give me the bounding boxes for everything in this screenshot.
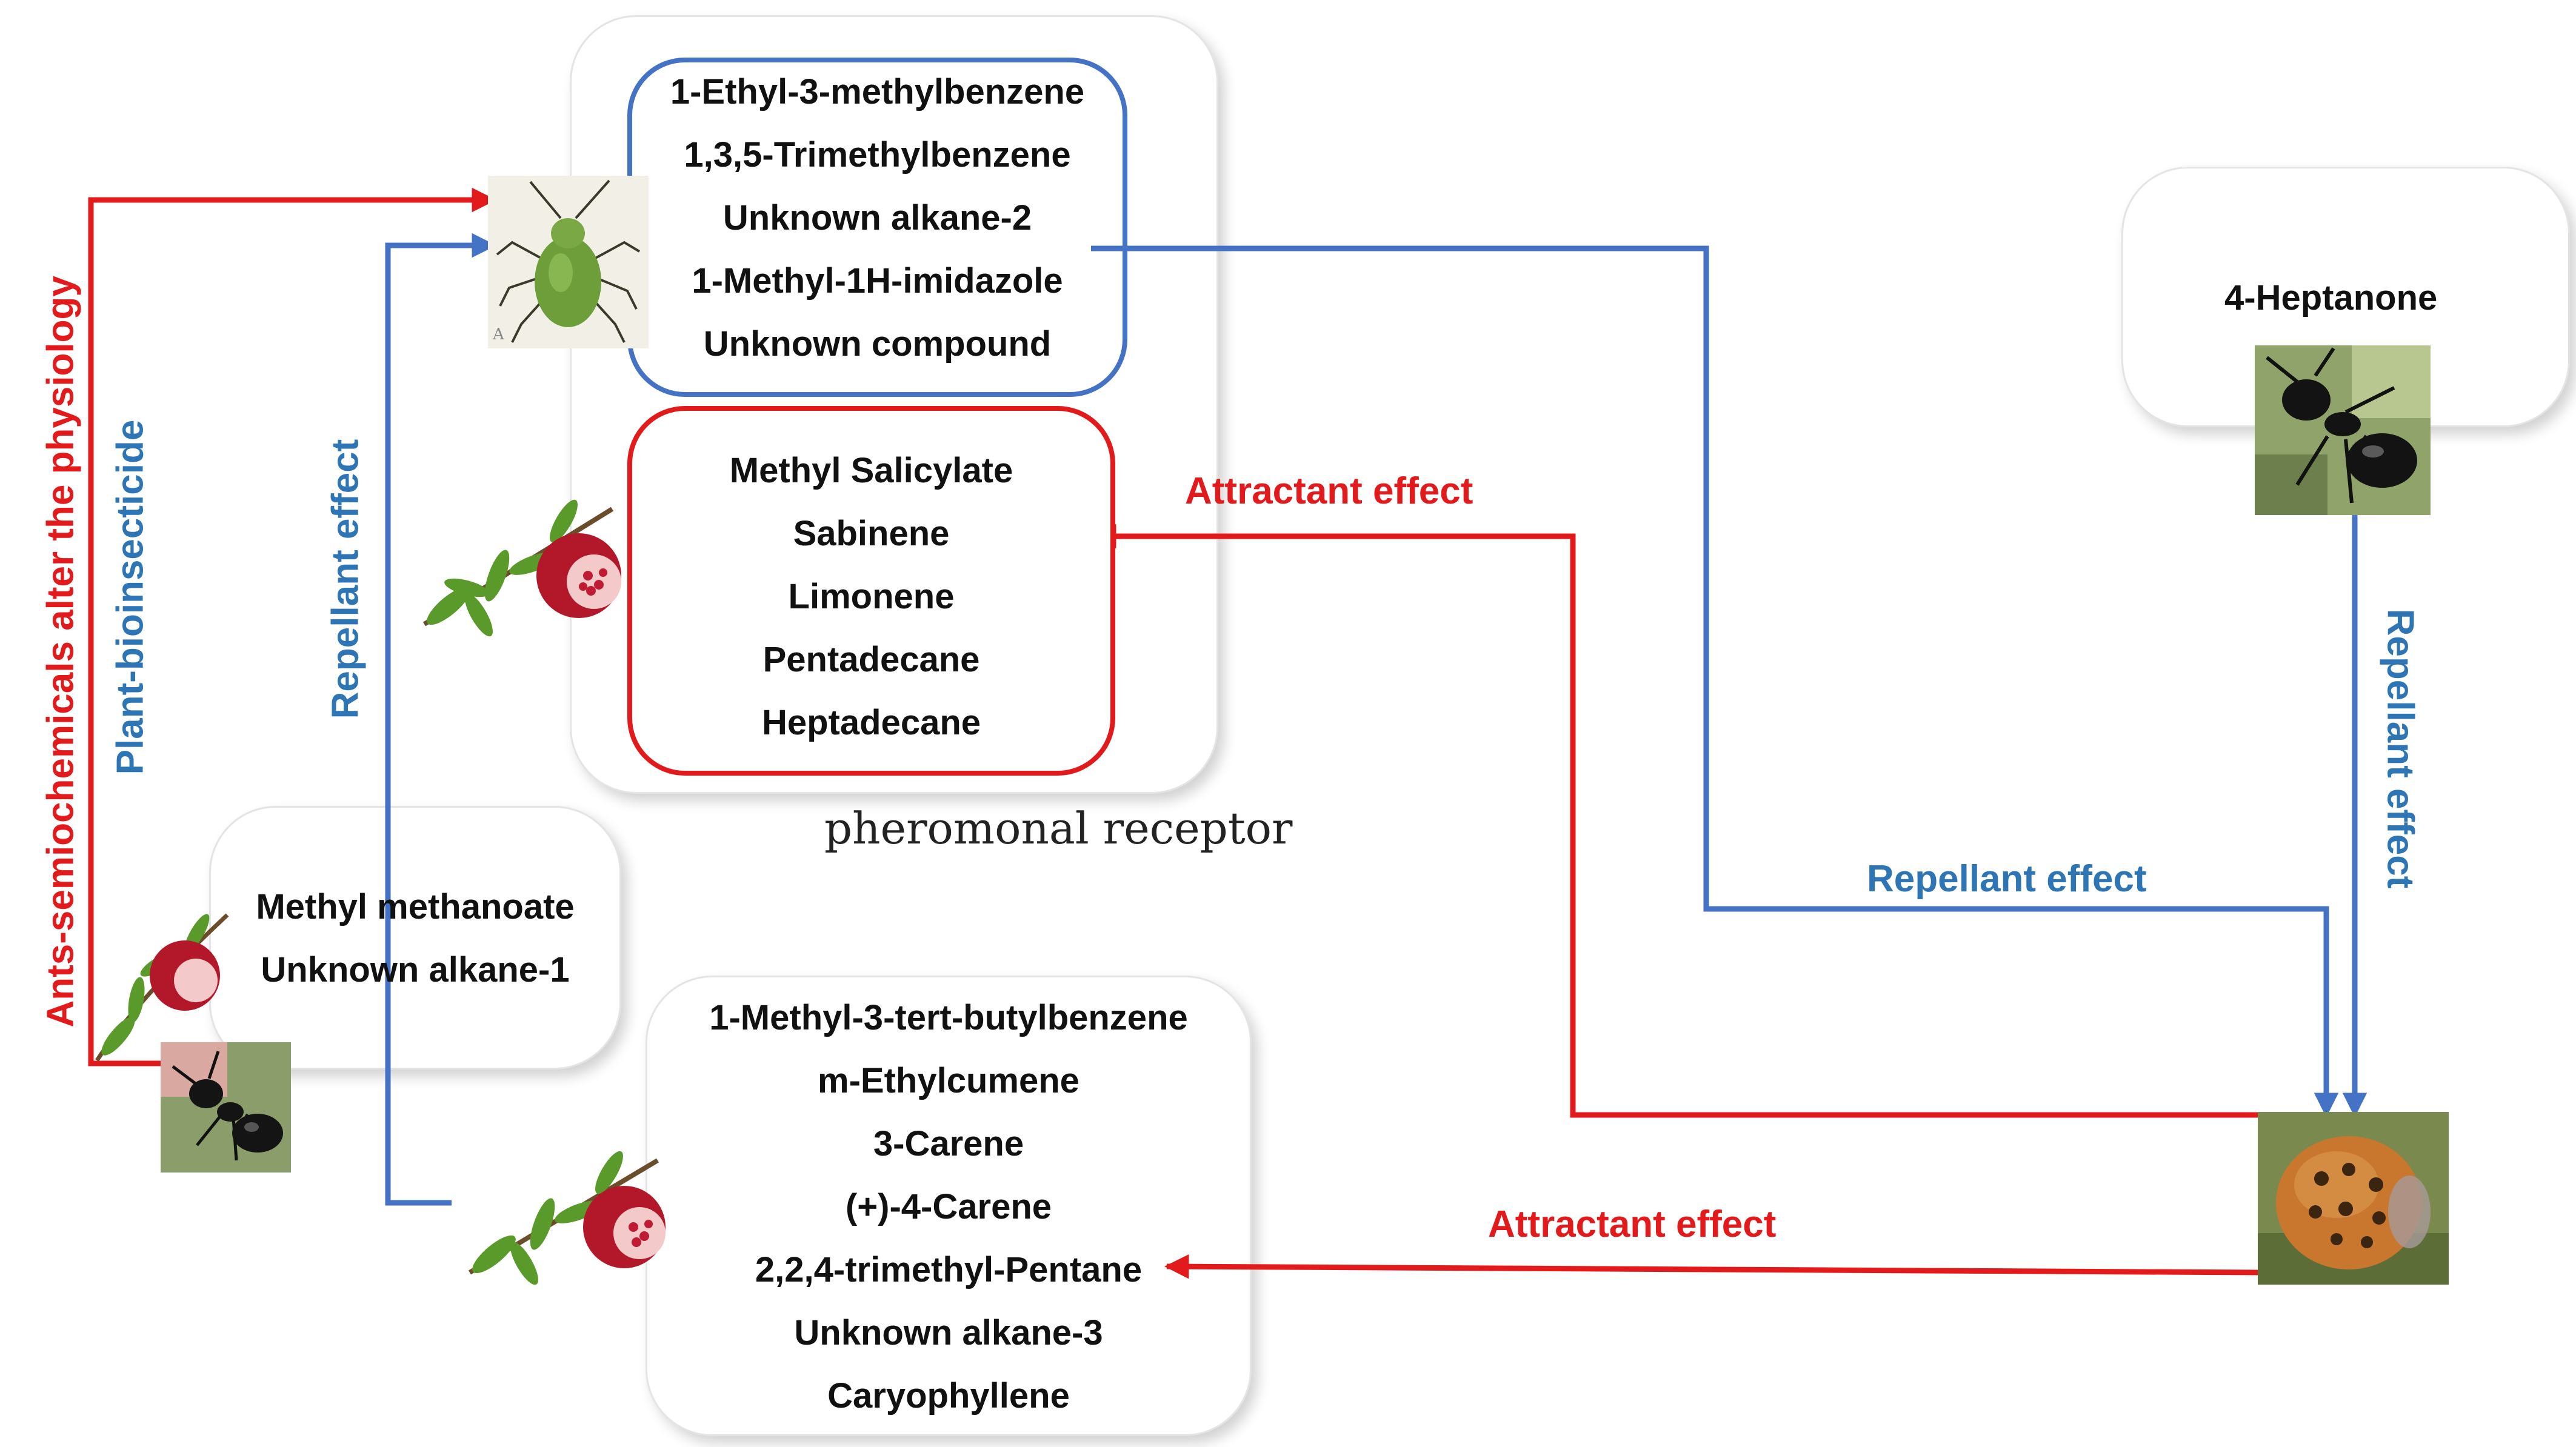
ants-semiochemicals-label: Ants-semiochemicals alter the physiology xyxy=(39,276,82,1028)
attractant-label-upper: Attractant effect xyxy=(1185,470,1473,512)
receptor-caption: pheromonal receptor xyxy=(824,803,1293,854)
aphid-compound-list: 1-Ethyl-3-methylbenzene 1,3,5-Trimethylb… xyxy=(633,61,1121,376)
arrow-ladybird-to-lower xyxy=(1164,1254,2258,1279)
compound-item: Unknown alkane-3 xyxy=(794,1313,1103,1352)
pomegranate-branch-icon xyxy=(468,1151,666,1285)
arrow-ants-to-aphid xyxy=(88,187,497,1066)
compound-item: Unknown alkane-2 xyxy=(722,198,1032,238)
compound-item: Unknown compound xyxy=(703,324,1052,364)
arrow-ladybird-to-attractant xyxy=(1091,524,2258,1118)
arrow-lower-to-aphid xyxy=(385,233,497,1206)
compound-item: Caryophyllene xyxy=(827,1376,1070,1415)
compound-item: m-Ethylcumene xyxy=(818,1061,1079,1100)
ant-compounds-box xyxy=(209,806,621,1069)
pomegranate-branch-icon xyxy=(422,499,621,637)
compound-item: 1-Methyl-1H-imidazole xyxy=(692,261,1063,301)
ladybird-icon xyxy=(2258,1112,2449,1285)
plant-bioinsecticide-label: Plant-bioinsecticide xyxy=(109,419,152,775)
compound-item: Heptadecane xyxy=(761,703,981,742)
repellant-label-mid: Repellant effect xyxy=(1867,858,2147,900)
compound-item: Pentadecane xyxy=(762,640,980,679)
pomegranate-branch-icon xyxy=(95,913,229,1062)
attractant-compounds-box xyxy=(627,406,1115,776)
arrow-aphid-to-ladybird xyxy=(1091,245,2339,1118)
compound-item: Sabinene xyxy=(793,514,950,553)
repellant-label-left: Repellant effect xyxy=(324,439,367,719)
compound-item: (+)-4-Carene xyxy=(845,1187,1052,1226)
compound-item: 1-Methyl-3-tert-butylbenzene xyxy=(709,998,1188,1037)
attractant-compound-list: Methyl Salicylate Sabinene Limonene Pent… xyxy=(633,439,1109,754)
aphid-icon: A xyxy=(488,176,649,348)
ant-compound-list: Methyl methanoate Unknown alkane-1 xyxy=(224,876,606,1002)
lower-compounds-box xyxy=(646,976,1252,1436)
repellant-label-right: Repellant effect xyxy=(2379,608,2421,889)
svg-text:A: A xyxy=(492,325,505,344)
compound-item: 3-Carene xyxy=(873,1124,1024,1163)
compound-item: 1,3,5-Trimethylbenzene xyxy=(684,135,1071,175)
compound-item: 2,2,4-trimethyl-Pentane xyxy=(755,1250,1143,1289)
heptanone-label: 4-Heptanone xyxy=(2224,278,2438,318)
attractant-label-lower: Attractant effect xyxy=(1488,1203,1777,1245)
lower-compound-list: 1-Methyl-3-tert-butylbenzene m-Ethylcume… xyxy=(661,986,1236,1428)
compound-item: Unknown alkane-1 xyxy=(261,950,570,990)
compound-item: Methyl Salicylate xyxy=(729,451,1013,490)
compound-item: Limonene xyxy=(788,577,955,616)
compound-item: 1-Ethyl-3-methylbenzene xyxy=(670,72,1085,111)
compound-item: Methyl methanoate xyxy=(256,887,575,926)
ant-icon xyxy=(2255,345,2431,515)
ant-icon xyxy=(161,1042,291,1173)
